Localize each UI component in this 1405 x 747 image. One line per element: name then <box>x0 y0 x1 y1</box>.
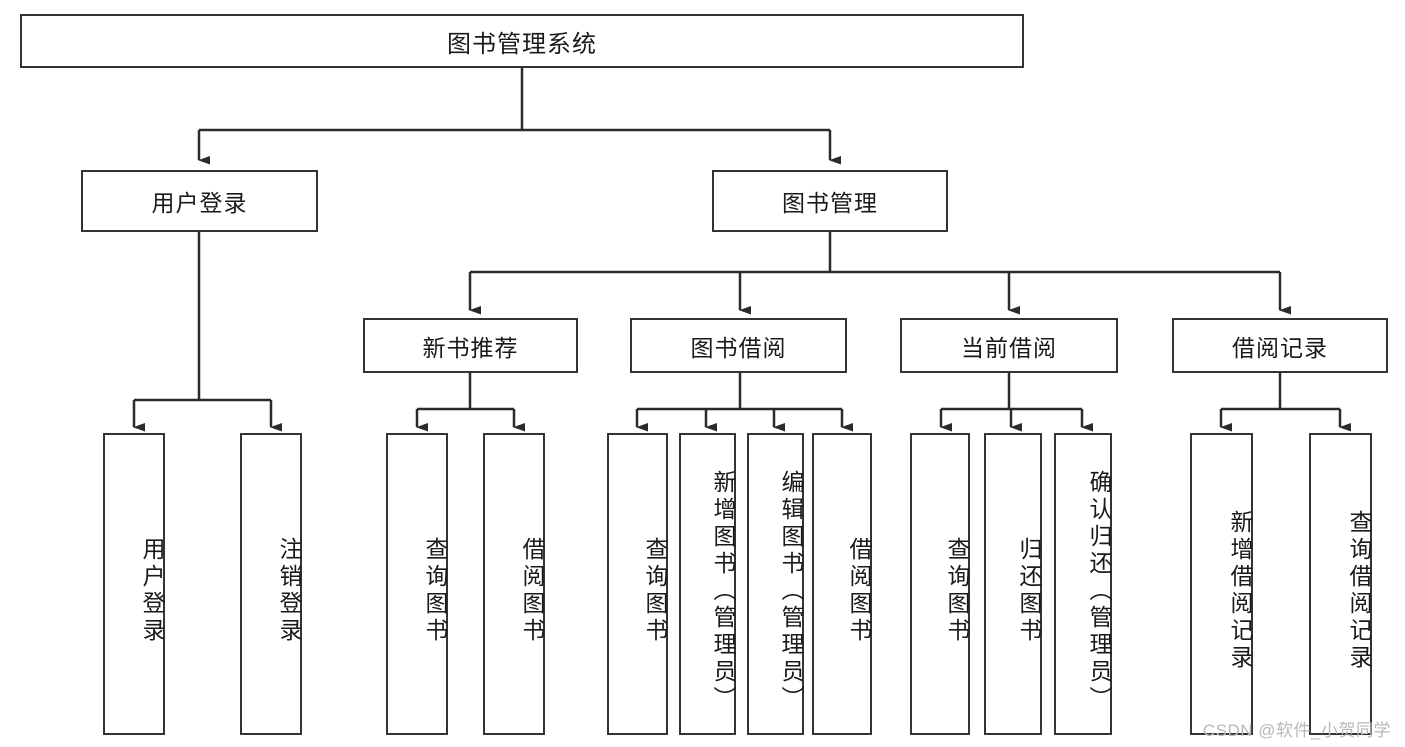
node-new-book-recommend[interactable]: 新书推荐 <box>363 318 578 373</box>
node-label: 借阅记录 <box>1232 334 1328 361</box>
node-current-borrow[interactable]: 当前借阅 <box>900 318 1118 373</box>
node-label: 新增借阅记录 <box>1227 510 1253 672</box>
node-label: 用户登录 <box>139 537 165 645</box>
node-book-management[interactable]: 图书管理 <box>712 170 948 232</box>
node-label: 查询图书 <box>422 537 448 645</box>
node-label: 查询图书 <box>944 537 970 645</box>
node-user-login[interactable]: 用户登录 <box>81 170 318 232</box>
leaf-confirm-return-admin[interactable]: 确认归还（管理员） <box>1054 433 1112 735</box>
leaf-query-borrow-record[interactable]: 查询借阅记录 <box>1309 433 1372 735</box>
leaf-add-borrow-record[interactable]: 新增借阅记录 <box>1190 433 1253 735</box>
leaf-add-book-admin[interactable]: 新增图书（管理员） <box>679 433 736 735</box>
node-root-library-system[interactable]: 图书管理系统 <box>20 14 1024 68</box>
leaf-query-book-recommend[interactable]: 查询图书 <box>386 433 448 735</box>
leaf-borrow-book-recommend[interactable]: 借阅图书 <box>483 433 545 735</box>
node-label: 注销登录 <box>276 537 302 645</box>
leaf-logout[interactable]: 注销登录 <box>240 433 302 735</box>
node-label: 查询借阅记录 <box>1346 510 1372 672</box>
leaf-edit-book-admin[interactable]: 编辑图书（管理员） <box>747 433 804 735</box>
node-label: 编辑图书（管理员） <box>778 469 804 713</box>
leaf-borrow-book[interactable]: 借阅图书 <box>812 433 872 735</box>
node-label: 借阅图书 <box>519 537 545 645</box>
watermark-text: CSDN @软件_小贺同学 <box>1202 721 1391 740</box>
leaf-user-login[interactable]: 用户登录 <box>103 433 165 735</box>
node-label: 图书管理系统 <box>447 30 597 58</box>
node-label: 归还图书 <box>1016 537 1042 645</box>
node-label: 新增图书（管理员） <box>710 469 736 713</box>
node-book-borrow[interactable]: 图书借阅 <box>630 318 847 373</box>
node-label: 用户登录 <box>151 190 248 216</box>
node-label: 新书推荐 <box>422 334 519 361</box>
node-label: 图书管理 <box>782 190 878 216</box>
node-borrow-record[interactable]: 借阅记录 <box>1172 318 1388 373</box>
leaf-query-book-borrow[interactable]: 查询图书 <box>607 433 668 735</box>
node-label: 当前借阅 <box>961 334 1057 361</box>
leaf-query-book-current[interactable]: 查询图书 <box>910 433 970 735</box>
leaf-return-book[interactable]: 归还图书 <box>984 433 1042 735</box>
node-label: 借阅图书 <box>846 537 872 645</box>
node-label: 确认归还（管理员） <box>1086 469 1112 713</box>
node-label: 图书借阅 <box>690 334 787 361</box>
node-label: 查询图书 <box>642 537 668 645</box>
